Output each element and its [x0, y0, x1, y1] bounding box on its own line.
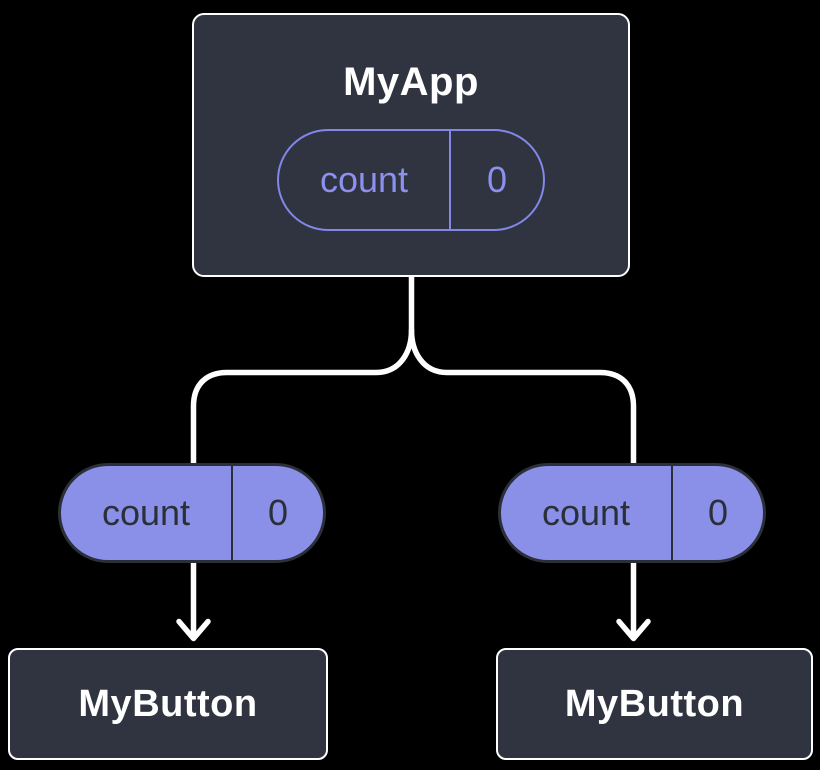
prop-pill-left-value: 0 — [267, 492, 289, 533]
state-pill: count 0 — [277, 129, 545, 231]
prop-pill-right: count 0 — [498, 463, 766, 563]
state-pill-label: count — [279, 131, 451, 229]
arrow-head-right-icon — [616, 618, 651, 642]
root-component-box: MyApp count 0 — [192, 13, 630, 277]
prop-pill-right-value: 0 — [707, 492, 729, 533]
prop-pill-left: count 0 — [58, 463, 326, 563]
child-component-box-right: MyButton — [496, 648, 813, 760]
arrow-head-left-icon — [176, 618, 211, 642]
prop-pill-left-label: count — [61, 466, 233, 560]
branch-line-right — [408, 327, 637, 640]
root-component-title: MyApp — [343, 60, 479, 104]
prop-pill-right-label: count — [501, 466, 673, 560]
child-component-box-left: MyButton — [8, 648, 328, 760]
child-component-title-right: MyButton — [564, 682, 745, 725]
branch-line-left — [190, 274, 415, 640]
state-pill-value: 0 — [486, 159, 508, 200]
child-component-title-left: MyButton — [78, 682, 258, 725]
